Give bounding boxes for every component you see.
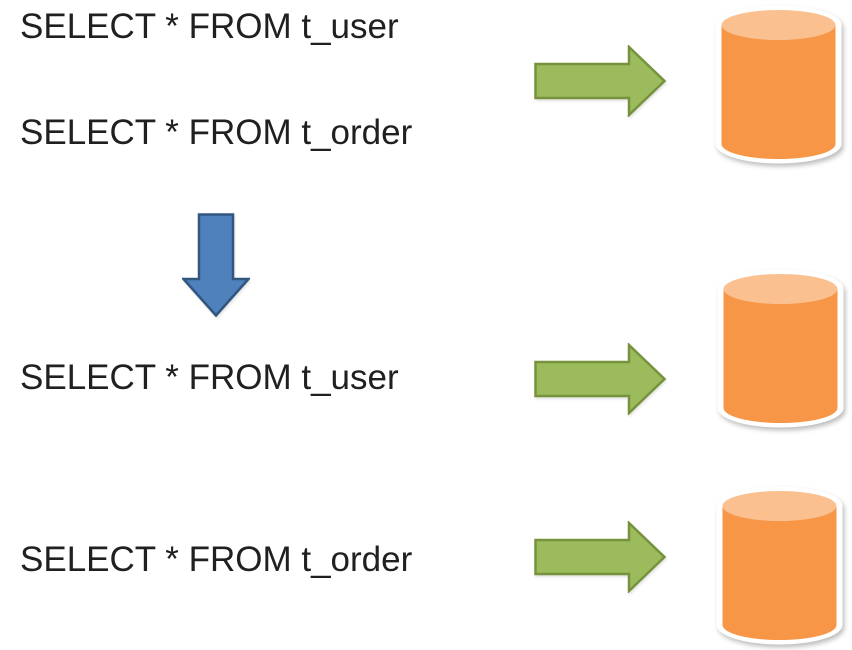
- cylinder-top-shape: [723, 274, 838, 304]
- cylinder-body-shape: [722, 506, 837, 640]
- right-arrow-shape: [534, 521, 667, 593]
- right-arrow-shape: [534, 343, 667, 415]
- right-arrow-icon: [534, 343, 667, 415]
- right-arrow-icon: [534, 45, 667, 117]
- cylinder-top-shape: [722, 491, 837, 521]
- cylinder-body-shape: [723, 289, 838, 423]
- database-cylinder-icon: [716, 486, 843, 645]
- sql-query-combined-user: SELECT * FROM t_user: [20, 7, 399, 46]
- down-arrow-shape: [182, 213, 250, 317]
- cylinder-top-shape: [721, 10, 836, 40]
- sql-query-split-order: SELECT * FROM t_order: [20, 540, 413, 579]
- database-cylinder-icon: [717, 269, 844, 428]
- database-cylinder-icon: [715, 5, 842, 164]
- right-arrow-shape: [534, 45, 667, 117]
- sql-query-combined-order: SELECT * FROM t_order: [20, 113, 413, 152]
- cylinder-body-shape: [721, 25, 836, 159]
- right-arrow-icon: [534, 521, 667, 593]
- down-arrow-icon: [182, 213, 250, 317]
- sql-query-split-user: SELECT * FROM t_user: [20, 358, 399, 397]
